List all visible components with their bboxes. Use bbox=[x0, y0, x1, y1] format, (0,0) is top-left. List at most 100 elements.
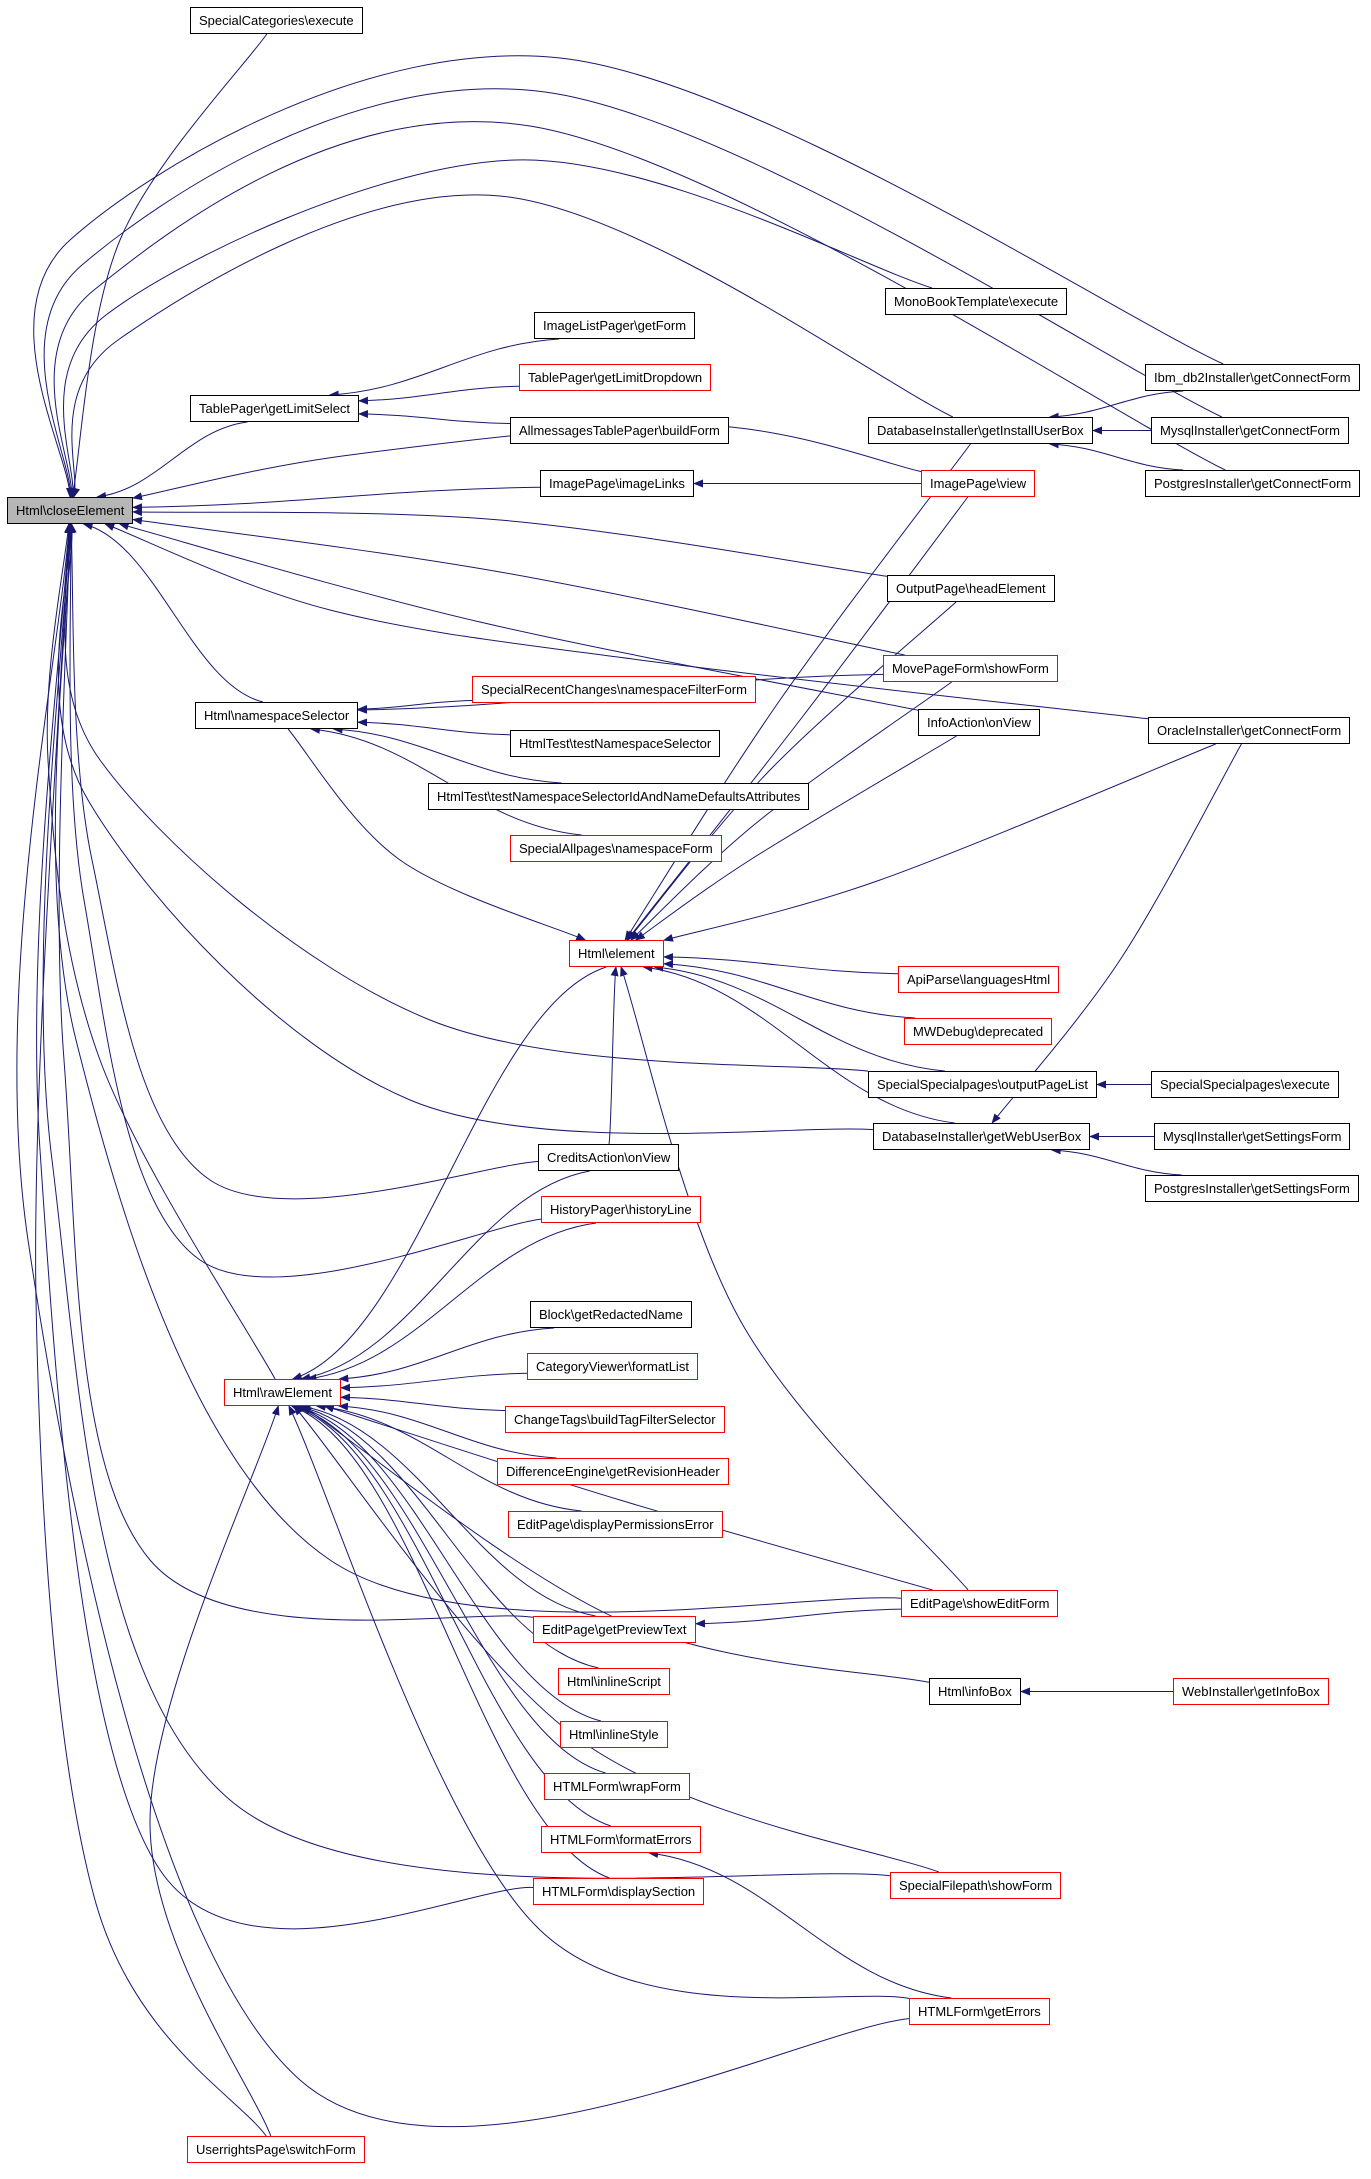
call-edge-editpage-show-edit-form--html-close-element bbox=[54, 523, 902, 1613]
call-edge-html-raw-element--html-close-element bbox=[46, 523, 276, 1380]
call-edge-html-inline-style--html-raw-element bbox=[294, 1404, 602, 1722]
call-edge-special-allpages-namespace-form--html-namespace-selector bbox=[309, 725, 582, 836]
graph-node-html-close-element[interactable]: Html\closeElement bbox=[7, 497, 134, 524]
call-edge-creditsaction-on-view--html-close-element bbox=[67, 523, 539, 1200]
call-edge-editpage-show-edit-form--html-raw-element bbox=[323, 1404, 933, 1591]
call-edge-historypager-history-line--html-raw-element bbox=[306, 1222, 597, 1382]
call-edge-creditsaction-on-view--html-element bbox=[608, 966, 619, 1145]
graph-node-ibm-db2-installer-get-connect-form[interactable]: Ibm_db2Installer\getConnectForm bbox=[1145, 364, 1360, 391]
graph-node-mysql-installer-get-connect-form[interactable]: MysqlInstaller\getConnectForm bbox=[1151, 417, 1349, 444]
graph-node-outputpage-head-element[interactable]: OutputPage\headElement bbox=[887, 575, 1055, 602]
call-edge-changetags-build-tag-filter-selector--html-raw-element bbox=[340, 1393, 506, 1412]
graph-node-mysql-installer-get-settings-form[interactable]: MysqlInstaller\getSettingsForm bbox=[1154, 1123, 1351, 1150]
call-edge-ibm-db2-installer-get-connect-form--databaseinstaller-get-install-user-box bbox=[1048, 390, 1184, 421]
graph-node-historypager-history-line[interactable]: HistoryPager\historyLine bbox=[541, 1196, 701, 1223]
call-edge-postgres-installer-get-connect-form--databaseinstaller-get-install-user-box bbox=[1048, 440, 1184, 471]
graph-node-html-inline-style[interactable]: Html\inlineStyle bbox=[560, 1721, 668, 1748]
graph-node-tablepager-get-limit-select[interactable]: TablePager\getLimitSelect bbox=[190, 395, 360, 422]
graph-node-special-filepath-show-form[interactable]: SpecialFilepath\showForm bbox=[890, 1872, 1062, 1899]
call-edge-movepageform-show-form--html-element bbox=[630, 681, 953, 941]
call-edge-creditsaction-on-view--html-raw-element bbox=[300, 1170, 590, 1382]
graph-node-special-specialpages-output-page-list[interactable]: SpecialSpecialpages\outputPageList bbox=[868, 1071, 1098, 1098]
graph-node-databaseinstaller-get-install-user-box[interactable]: DatabaseInstaller\getInstallUserBox bbox=[868, 417, 1093, 444]
call-edge-databaseinstaller-get-web-user-box--html-element bbox=[642, 964, 955, 1124]
call-edge-oracle-installer-get-connect-form--html-close-element bbox=[104, 523, 1149, 720]
graph-node-htmlform-format-errors[interactable]: HTMLForm\formatErrors bbox=[541, 1826, 701, 1853]
graph-node-imagepage-view[interactable]: ImagePage\view bbox=[921, 470, 1036, 497]
call-edge-special-filepath-show-form--html-close-element bbox=[42, 523, 891, 1879]
graph-node-editpage-display-permissions-error[interactable]: EditPage\displayPermissionsError bbox=[508, 1511, 723, 1538]
call-edge-htmltest-test-namespace-selector--html-namespace-selector bbox=[357, 718, 511, 736]
graph-node-special-categories-execute[interactable]: SpecialCategories\execute bbox=[190, 7, 363, 34]
call-edge-html-element--html-raw-element bbox=[291, 966, 607, 1380]
graph-node-htmltest-test-namespace-selector[interactable]: HtmlTest\testNamespaceSelector bbox=[510, 730, 721, 757]
call-edge-mysql-installer-get-connect-form--html-close-element bbox=[43, 88, 1223, 498]
graph-node-databaseinstaller-get-web-user-box[interactable]: DatabaseInstaller\getWebUserBox bbox=[873, 1123, 1091, 1150]
graph-node-apiparse-languages-html[interactable]: ApiParse\languagesHtml bbox=[898, 966, 1060, 993]
call-edge-apiparse-languages-html--html-element bbox=[663, 953, 899, 975]
call-edge-infoaction-on-view--html-close-element bbox=[118, 522, 919, 711]
call-edge-html-namespace-selector--html-close-element bbox=[82, 522, 264, 703]
graph-node-tablepager-get-limit-dropdown[interactable]: TablePager\getLimitDropdown bbox=[519, 364, 712, 391]
call-edge-editpage-get-preview-text--html-raw-element bbox=[300, 1403, 596, 1617]
graph-node-oracle-installer-get-connect-form[interactable]: OracleInstaller\getConnectForm bbox=[1148, 717, 1351, 744]
call-edge-editpage-show-edit-form--editpage-get-preview-text bbox=[695, 1608, 902, 1628]
call-edge-editpage-display-permissions-error--html-raw-element bbox=[315, 1402, 582, 1512]
call-edge-special-categories-execute--html-close-element bbox=[70, 33, 268, 498]
graph-node-categoryviewer-format-list[interactable]: CategoryViewer\formatList bbox=[527, 1353, 698, 1380]
call-edge-databaseinstaller-get-install-user-box--html-element bbox=[624, 443, 971, 941]
graph-node-changetags-build-tag-filter-selector[interactable]: ChangeTags\buildTagFilterSelector bbox=[505, 1406, 725, 1433]
call-edge-imagelistpager-get-form--tablepager-get-limit-select bbox=[328, 338, 560, 399]
call-edge-databaseinstaller-get-install-user-box--html-close-element bbox=[71, 194, 954, 498]
graph-node-allmessagestablepager-build-form[interactable]: AllmessagesTablePager\buildForm bbox=[510, 417, 729, 444]
graph-node-infoaction-on-view[interactable]: InfoAction\onView bbox=[918, 709, 1040, 736]
graph-node-editpage-get-preview-text[interactable]: EditPage\getPreviewText bbox=[533, 1616, 696, 1643]
graph-node-editpage-show-edit-form[interactable]: EditPage\showEditForm bbox=[901, 1590, 1059, 1617]
graph-node-html-info-box[interactable]: Html\infoBox bbox=[929, 1678, 1021, 1705]
call-edge-differenceengine-get-revision-header--html-raw-element bbox=[337, 1402, 557, 1459]
graph-node-monobooktemplate-execute[interactable]: MonoBookTemplate\execute bbox=[885, 288, 1068, 315]
graph-node-html-element[interactable]: Html\element bbox=[569, 940, 664, 967]
graph-node-creditsaction-on-view[interactable]: CreditsAction\onView bbox=[538, 1144, 680, 1171]
graph-node-differenceengine-get-revision-header[interactable]: DifferenceEngine\getRevisionHeader bbox=[497, 1458, 729, 1485]
call-edge-imagepage-image-links--html-close-element bbox=[132, 486, 541, 512]
call-edge-categoryviewer-format-list--html-raw-element bbox=[340, 1372, 528, 1392]
graph-node-htmlform-display-section[interactable]: HTMLForm\displaySection bbox=[533, 1878, 705, 1905]
graph-node-imagelistpager-get-form[interactable]: ImageListPager\getForm bbox=[534, 312, 696, 339]
call-edge-postgres-installer-get-connect-form--html-close-element bbox=[53, 121, 1226, 498]
call-edge-editpage-get-preview-text--html-close-element bbox=[58, 523, 534, 1621]
graph-node-webinstaller-get-info-box[interactable]: WebInstaller\getInfoBox bbox=[1173, 1678, 1329, 1705]
call-edge-allmessagestablepager-build-form--tablepager-get-limit-select bbox=[358, 410, 511, 425]
call-edge-htmltest-test-namespace-selector-id-and-name-defaults-attributes--html-namespace-selector bbox=[332, 725, 562, 784]
call-edge-movepageform-show-form--html-close-element bbox=[132, 516, 905, 656]
graph-node-html-inline-script[interactable]: Html\inlineScript bbox=[558, 1668, 670, 1695]
graph-node-postgres-installer-get-settings-form[interactable]: PostgresInstaller\getSettingsForm bbox=[1145, 1175, 1359, 1202]
graph-node-postgres-installer-get-connect-form[interactable]: PostgresInstaller\getConnectForm bbox=[1145, 470, 1361, 497]
graph-node-html-raw-element[interactable]: Html\rawElement bbox=[224, 1379, 341, 1406]
call-edge-userrightspage-switch-form--html-raw-element bbox=[149, 1405, 280, 2137]
graph-node-html-namespace-selector[interactable]: Html\namespaceSelector bbox=[195, 702, 359, 729]
call-edge-outputpage-head-element--html-element bbox=[627, 601, 957, 941]
graph-node-htmlform-wrap-form[interactable]: HTMLForm\wrapForm bbox=[544, 1773, 690, 1800]
graph-node-movepageform-show-form[interactable]: MovePageForm\showForm bbox=[883, 655, 1058, 682]
call-edge-oracle-installer-get-connect-form--databaseinstaller-get-web-user-box bbox=[991, 743, 1242, 1124]
graph-node-htmlform-get-errors[interactable]: HTMLForm\getErrors bbox=[909, 1998, 1050, 2025]
call-edge-monobooktemplate-execute--html-close-element bbox=[63, 159, 933, 498]
call-edge-html-inline-script--html-raw-element bbox=[297, 1404, 599, 1669]
graph-node-userrightspage-switch-form[interactable]: UserrightsPage\switchForm bbox=[187, 2136, 365, 2163]
graph-node-htmltest-test-namespace-selector-id-and-name-defaults-attributes[interactable]: HtmlTest\testNamespaceSelectorIdAndNameD… bbox=[428, 783, 810, 810]
graph-node-mwdebug-deprecated[interactable]: MWDebug\deprecated bbox=[904, 1018, 1053, 1045]
graph-node-special-specialpages-execute[interactable]: SpecialSpecialpages\execute bbox=[1151, 1071, 1339, 1098]
graph-node-block-get-redacted-name[interactable]: Block\getRedactedName bbox=[530, 1301, 692, 1328]
call-edge-htmlform-display-section--html-close-element bbox=[36, 523, 534, 1930]
call-edge-oracle-installer-get-connect-form--html-element bbox=[663, 743, 1216, 942]
graph-node-special-allpages-namespace-form[interactable]: SpecialAllpages\namespaceForm bbox=[510, 835, 722, 862]
graph-node-special-recent-changes-namespace-filter-form[interactable]: SpecialRecentChanges\namespaceFilterForm bbox=[472, 676, 756, 703]
call-edge-imagepage-view--html-element bbox=[626, 496, 969, 941]
call-edge-html-namespace-selector--html-element bbox=[287, 728, 587, 941]
call-edge-htmlform-get-errors--html-raw-element bbox=[288, 1405, 910, 1999]
graph-node-imagepage-image-links[interactable]: ImagePage\imageLinks bbox=[540, 470, 694, 497]
call-edge-userrightspage-switch-form--html-close-element bbox=[35, 523, 267, 2137]
call-edge-mwdebug-deprecated--html-element bbox=[663, 960, 916, 1019]
